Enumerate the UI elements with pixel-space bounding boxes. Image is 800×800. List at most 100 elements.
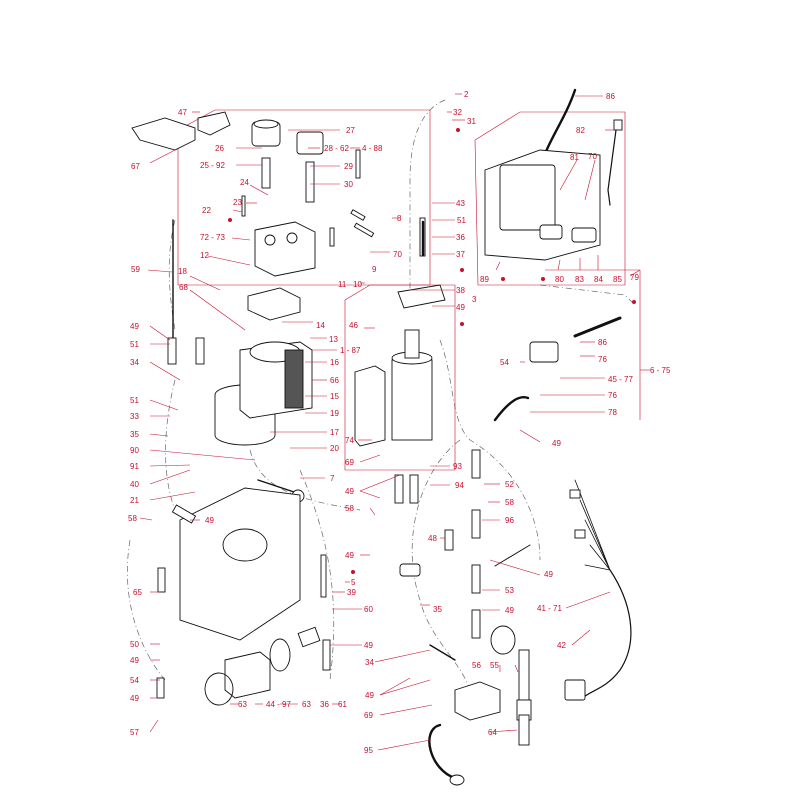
- callout-13: 13: [329, 335, 338, 344]
- callout-49: 49: [456, 303, 465, 312]
- callout-46: 46: [349, 321, 358, 330]
- reference-dots: [228, 128, 636, 574]
- callout-69b: 69: [364, 711, 373, 720]
- valve-stem-25: [261, 157, 271, 189]
- callout-49e: 49: [205, 516, 214, 525]
- callout-85: 85: [613, 275, 622, 284]
- callout-56: 56: [472, 661, 481, 670]
- callout-47: 47: [178, 108, 187, 117]
- callout-32: 32: [453, 108, 462, 117]
- callout-45-77: 45 - 77: [608, 375, 633, 384]
- callout-89: 89: [480, 275, 489, 284]
- callout-27: 27: [346, 126, 355, 135]
- callout-20: 20: [330, 444, 339, 453]
- callout-49j: 49: [130, 656, 139, 665]
- callout-49g: 49: [544, 570, 553, 579]
- callout-24: 24: [240, 178, 249, 187]
- callout-69: 69: [345, 458, 354, 467]
- callout-34b: 34: [365, 658, 374, 667]
- callout-58: 58: [128, 514, 137, 523]
- callout-49l: 49: [130, 694, 139, 703]
- callout-94: 94: [455, 481, 464, 490]
- callout-38: 38: [456, 286, 465, 295]
- callout-49f: 49: [345, 551, 354, 560]
- callout-42: 42: [557, 641, 566, 650]
- callout-30: 30: [344, 180, 353, 189]
- callout-6-75: 6 - 75: [650, 366, 671, 375]
- callout-39: 39: [347, 588, 356, 597]
- callout-21: 21: [130, 496, 139, 505]
- callout-51b: 51: [130, 340, 139, 349]
- callout-18: 18: [178, 267, 187, 276]
- callout-8: 8: [397, 214, 402, 223]
- callout-49i: 49: [364, 641, 373, 650]
- callout-16: 16: [330, 358, 339, 367]
- callout-91: 91: [130, 462, 139, 471]
- callout-41-71: 41 - 71: [537, 604, 562, 613]
- callout-61: 61: [338, 700, 347, 709]
- callout-36: 36: [456, 233, 465, 242]
- callout-65: 65: [133, 588, 142, 597]
- callout-37: 37: [456, 250, 465, 259]
- callout-57: 57: [130, 728, 139, 737]
- callout-49h: 49: [505, 606, 514, 615]
- pump-45: [529, 341, 559, 363]
- valve-stem-28: [305, 161, 315, 203]
- callout-36b: 36: [320, 700, 329, 709]
- callout-55: 55: [490, 661, 499, 670]
- callout-54: 54: [500, 358, 509, 367]
- callout-48: 48: [428, 534, 437, 543]
- callout-35b: 35: [433, 605, 442, 614]
- callout-76b: 76: [608, 391, 617, 400]
- chassis: [179, 487, 301, 641]
- callout-25-92: 25 - 92: [200, 161, 225, 170]
- callout-79: 79: [630, 273, 639, 282]
- callout-74: 74: [345, 436, 354, 445]
- callout-52: 52: [505, 480, 514, 489]
- callout-28-62: 28 - 62: [324, 144, 349, 153]
- callout-72-73: 72 - 73: [200, 233, 225, 242]
- callout-5: 5: [351, 578, 356, 587]
- callout-43: 43: [456, 199, 465, 208]
- callout-49d: 49: [345, 487, 354, 496]
- callout-34: 34: [130, 358, 139, 367]
- callout-53: 53: [505, 586, 514, 595]
- callout-58b: 58: [345, 504, 354, 513]
- callout-60: 60: [364, 605, 373, 614]
- callout-26: 26: [215, 144, 224, 153]
- callout-7: 7: [330, 474, 335, 483]
- callout-2: 2: [464, 90, 469, 99]
- callout-51c: 51: [130, 396, 139, 405]
- callout-54b: 54: [130, 676, 139, 685]
- callout-63: 63: [238, 700, 247, 709]
- callout-84: 84: [594, 275, 603, 284]
- bracket-67: [131, 117, 196, 151]
- callout-3: 3: [472, 295, 477, 304]
- callout-14: 14: [316, 321, 325, 330]
- callout-49c: 49: [552, 439, 561, 448]
- callout-22: 22: [202, 206, 211, 215]
- callout-23: 23: [233, 198, 242, 207]
- bracket-47: [197, 111, 231, 136]
- callout-15: 15: [330, 392, 339, 401]
- leader-lines: [139, 93, 650, 751]
- parts-line-art: [131, 88, 632, 786]
- pump-block: [254, 221, 316, 277]
- callout-11: 11: [338, 280, 347, 289]
- callout-59: 59: [131, 265, 140, 274]
- callout-78: 78: [608, 408, 617, 417]
- callout-86: 86: [606, 92, 615, 101]
- callout-51: 51: [457, 216, 466, 225]
- callout-83: 83: [575, 275, 584, 284]
- callout-1-87: 1 - 87: [340, 346, 361, 355]
- valve-assembly-frame: [474, 111, 626, 286]
- callout-76: 76: [598, 355, 607, 364]
- callout-81: 81: [570, 153, 579, 162]
- callout-35: 35: [130, 430, 139, 439]
- callout-19: 19: [330, 409, 339, 418]
- callout-44-97: 44 - 97: [266, 700, 291, 709]
- callout-9: 9: [372, 265, 377, 274]
- callout-93: 93: [453, 462, 462, 471]
